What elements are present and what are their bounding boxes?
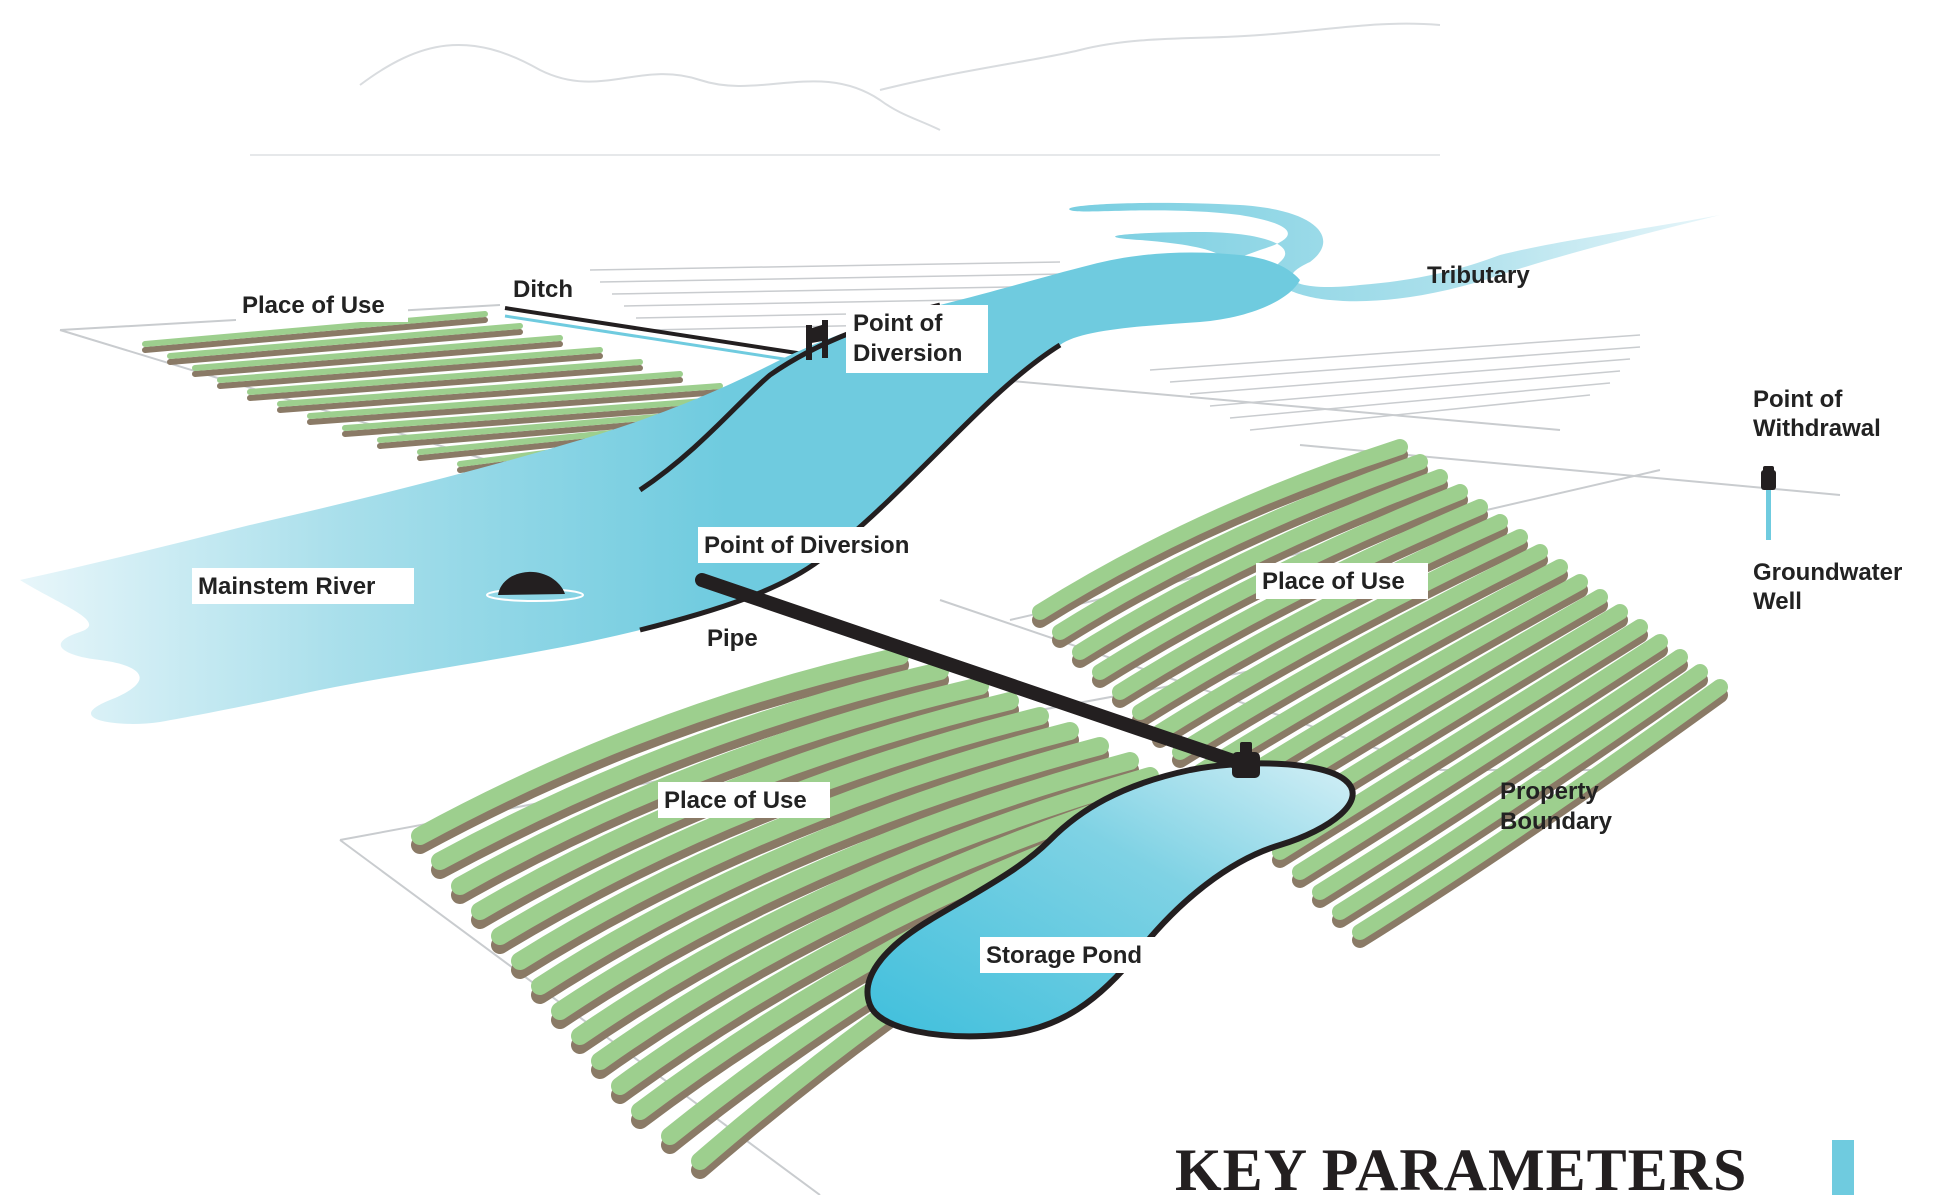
svg-text:KEY PARAMETERS: KEY PARAMETERS [1175,1137,1747,1195]
background-hills [250,22,1441,156]
svg-text:Place of Use: Place of Use [242,292,385,319]
river-rock [486,571,584,602]
svg-text:Groundwater: Groundwater [1753,559,1902,586]
label-point-of-diversion-top: Point of Diversion [846,305,988,373]
svg-text:Diversion: Diversion [853,340,962,367]
svg-text:Mainstem River: Mainstem River [198,573,375,600]
groundwater-well [1761,466,1776,540]
label-ditch: Ditch [513,276,573,303]
label-place-of-use-top-left: Place of Use [236,288,408,322]
svg-text:Tributary: Tributary [1427,262,1530,289]
svg-text:Storage Pond: Storage Pond [986,942,1142,969]
diagram-labels: Place of Use Ditch Point of Diversion Tr… [192,262,1902,973]
svg-text:Place of Use: Place of Use [1262,568,1405,595]
label-storage-pond: Storage Pond [980,937,1172,973]
pipe [695,573,1252,772]
svg-text:Boundary: Boundary [1500,808,1613,835]
key-parameters-title: KEY PARAMETERS [1175,1137,1854,1195]
label-pipe: Pipe [707,625,758,652]
svg-text:Property: Property [1500,778,1599,805]
tributary-stream [1000,202,1720,340]
svg-text:Well: Well [1753,588,1802,615]
ditch [504,306,811,365]
label-mainstem-river: Mainstem River [192,568,414,604]
label-point-of-diversion-middle: Point of Diversion [698,527,948,563]
svg-text:Point of: Point of [1753,386,1843,413]
label-place-of-use-bottom: Place of Use [658,782,830,818]
svg-text:Point of Diversion: Point of Diversion [704,532,909,559]
title-accent-bar [1832,1140,1854,1195]
pump [1232,742,1260,778]
label-place-of-use-right: Place of Use [1256,563,1428,599]
svg-text:Place of Use: Place of Use [664,787,807,814]
svg-text:Point of: Point of [853,310,943,337]
label-point-of-withdrawal: Point of Withdrawal [1753,386,1881,442]
label-groundwater-well: Groundwater Well [1753,559,1902,615]
headgate-top [806,320,828,360]
svg-text:Pipe: Pipe [707,625,758,652]
label-tributary: Tributary [1427,262,1530,289]
svg-text:Ditch: Ditch [513,276,573,303]
svg-text:Withdrawal: Withdrawal [1753,415,1881,442]
mainstem-river [20,252,1300,724]
label-property-boundary: Property Boundary [1500,778,1613,835]
